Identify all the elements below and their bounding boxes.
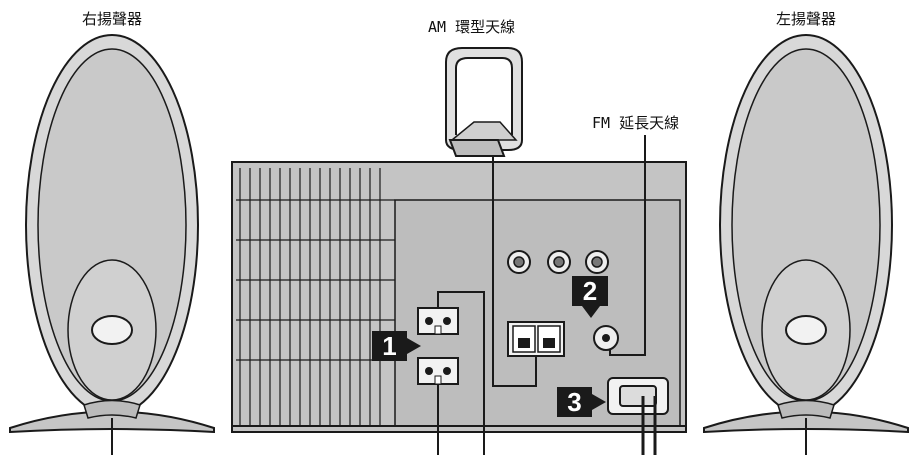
am-antenna-label: AM 環型天線 xyxy=(428,18,516,36)
callout-1: 1 xyxy=(372,331,407,361)
vent-fins xyxy=(236,168,395,426)
fm-antenna-jack xyxy=(593,325,619,351)
left-speaker-label: 左揚聲器 xyxy=(776,10,837,28)
fm-antenna-label: FM 延長天線 xyxy=(592,114,680,132)
speaker-terminal-lower xyxy=(417,357,459,385)
callout-pointers xyxy=(407,306,606,410)
callout-2: 2 xyxy=(572,276,608,306)
right-speaker xyxy=(9,34,215,455)
rca-jacks xyxy=(507,250,609,274)
am-loop-antenna xyxy=(445,47,523,157)
wires xyxy=(437,135,657,455)
main-unit xyxy=(231,161,687,433)
speaker-terminal-upper xyxy=(417,307,459,335)
am-antenna-terminals xyxy=(507,321,565,357)
callout-3: 3 xyxy=(557,387,592,417)
left-speaker xyxy=(703,34,909,455)
ac-power-inlet xyxy=(607,377,669,415)
right-speaker-label: 右揚聲器 xyxy=(82,10,143,28)
